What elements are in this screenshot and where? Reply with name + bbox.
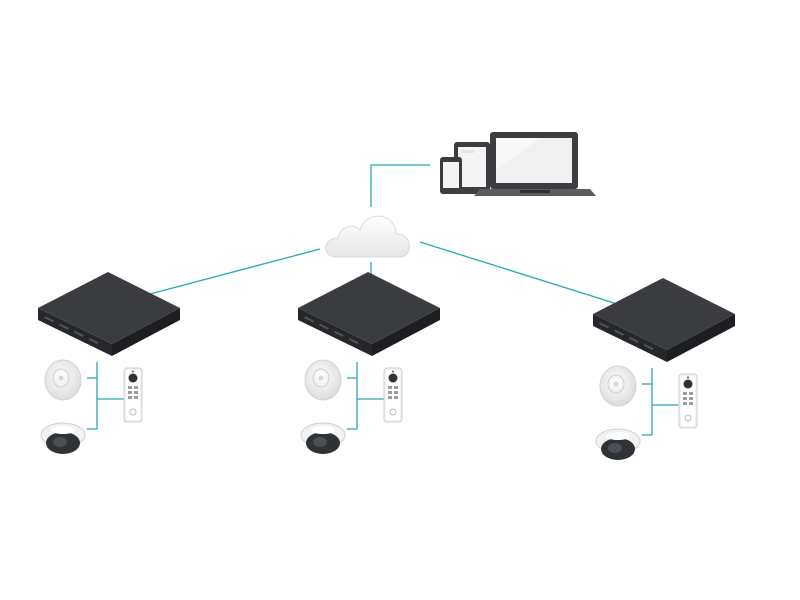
site-3 [593, 278, 735, 460]
dome-camera-icon [300, 422, 346, 454]
ceiling-speaker-icon [304, 359, 342, 401]
client-devices [440, 132, 596, 196]
cloud-to-recorder-left-link [149, 248, 321, 295]
network-video-recorder-icon [38, 272, 180, 356]
cloud-to-clients-link [370, 164, 430, 207]
device-links [347, 362, 387, 430]
phone-icon [440, 157, 462, 194]
ceiling-speaker-icon [599, 365, 637, 407]
device-links [87, 362, 127, 430]
door-station-icon [383, 367, 403, 423]
door-station-icon [678, 373, 698, 429]
ceiling-speaker-icon [44, 359, 82, 401]
network-video-recorder-icon [298, 272, 440, 356]
dome-camera-icon [595, 428, 641, 460]
cloud-icon [325, 215, 410, 258]
tablet-icon [454, 142, 490, 194]
dome-camera-icon [40, 422, 86, 454]
network-video-recorder-icon [593, 278, 735, 362]
site-2 [298, 272, 440, 454]
site-1 [38, 272, 180, 454]
door-station-icon [123, 367, 143, 423]
laptop-icon [474, 132, 596, 196]
recorder-sites [38, 272, 735, 460]
connection-lines [149, 164, 615, 304]
cloud-to-recorder-right-link [419, 241, 615, 304]
device-links [642, 368, 682, 436]
